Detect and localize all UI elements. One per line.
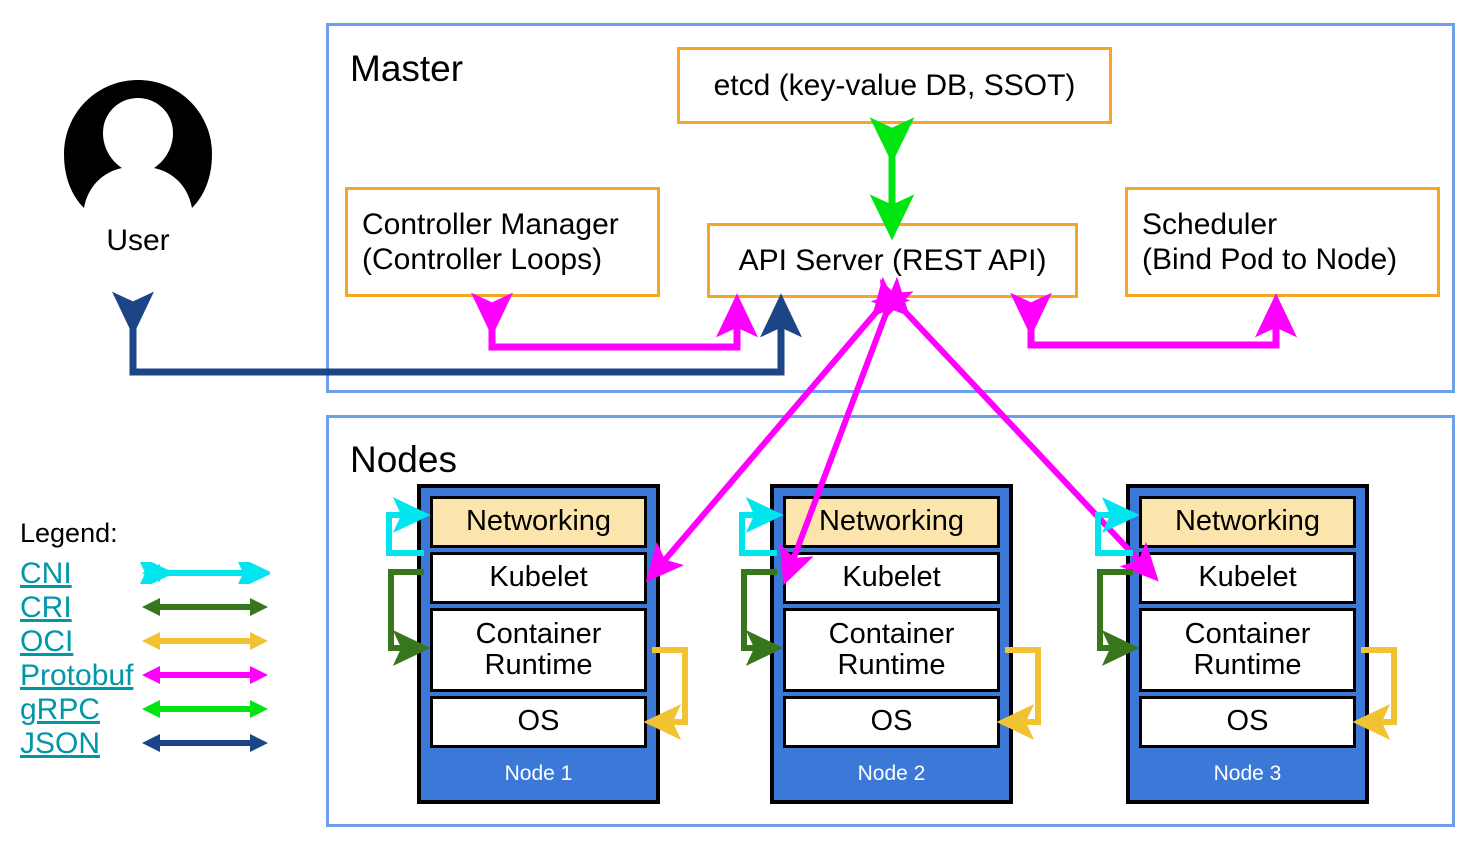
node-2-layer-kubelet[interactable]: Kubelet: [783, 552, 1000, 604]
node-1-layer-container-runtime-label: Container Runtime: [475, 617, 602, 681]
node-2-name: Node 2: [857, 762, 926, 785]
node-2-layer-networking[interactable]: Networking: [783, 496, 1000, 548]
component-scheduler[interactable]: Scheduler (Bind Pod to Node): [1125, 187, 1440, 297]
node-3-layer-container-runtime-label: Container Runtime: [1184, 617, 1311, 681]
node-3-name: Node 3: [1213, 762, 1282, 785]
node-3-layer-os[interactable]: OS: [1139, 696, 1356, 748]
legend-label-grpc[interactable]: gRPC: [20, 693, 101, 726]
nodes-title: Nodes: [350, 439, 457, 480]
legend-label-cni[interactable]: CNI: [20, 557, 72, 590]
node-2[interactable]: Networking Kubelet Container Runtime OS …: [770, 484, 1013, 804]
legend-row-oci[interactable]: OCI: [20, 626, 270, 659]
node-1-layer-kubelet[interactable]: Kubelet: [430, 552, 647, 604]
legend-row-protobuf[interactable]: Protobuf: [20, 660, 270, 693]
legend: Legend: CNI CRI OCI: [20, 518, 280, 759]
node-1-layer-os-label: OS: [517, 705, 560, 738]
user-label: User: [106, 224, 170, 257]
legend-row-cri[interactable]: CRI: [20, 592, 270, 625]
legend-arrow-oci: [142, 632, 268, 650]
node-3-layer-os-label: OS: [1226, 705, 1269, 738]
node-1-layer-os[interactable]: OS: [430, 696, 647, 748]
node-2-layer-os[interactable]: OS: [783, 696, 1000, 748]
node-1-layer-networking[interactable]: Networking: [430, 496, 647, 548]
node-3-layer-kubelet[interactable]: Kubelet: [1139, 552, 1356, 604]
component-scheduler-label: Scheduler (Bind Pod to Node): [1142, 207, 1398, 276]
node-3-layer-networking[interactable]: Networking: [1139, 496, 1356, 548]
legend-label-protobuf[interactable]: Protobuf: [20, 659, 134, 692]
component-etcd[interactable]: etcd (key-value DB, SSOT): [677, 47, 1112, 124]
node-3-layer-container-runtime[interactable]: Container Runtime: [1139, 608, 1356, 692]
legend-row-json[interactable]: JSON: [20, 728, 270, 761]
user-block: User: [62, 78, 214, 268]
node-2-layer-container-runtime-label: Container Runtime: [828, 617, 955, 681]
legend-label-json[interactable]: JSON: [20, 727, 101, 760]
component-api-server[interactable]: API Server (REST API): [707, 223, 1078, 298]
legend-label-oci[interactable]: OCI: [20, 625, 74, 658]
node-1-layer-container-runtime[interactable]: Container Runtime: [430, 608, 647, 692]
legend-row-grpc[interactable]: gRPC: [20, 694, 270, 727]
node-1-layer-kubelet-label: Kubelet: [489, 561, 588, 594]
legend-arrow-json: [142, 734, 268, 752]
node-1-layer-networking-label: Networking: [465, 505, 612, 538]
node-3[interactable]: Networking Kubelet Container Runtime OS …: [1126, 484, 1369, 804]
node-2-layer-kubelet-label: Kubelet: [842, 561, 941, 594]
node-3-layer-networking-label: Networking: [1174, 505, 1321, 538]
legend-arrow-grpc: [142, 700, 268, 718]
legend-arrow-cni: [140, 562, 270, 584]
legend-arrow-protobuf: [142, 666, 268, 684]
component-api-server-label: API Server (REST API): [738, 243, 1047, 277]
legend-label-cri[interactable]: CRI: [20, 591, 72, 624]
legend-title: Legend:: [20, 518, 118, 548]
legend-arrow-cri: [142, 598, 268, 616]
component-etcd-label: etcd (key-value DB, SSOT): [713, 68, 1076, 102]
node-3-layer-kubelet-label: Kubelet: [1198, 561, 1297, 594]
legend-row-cni[interactable]: CNI: [20, 558, 270, 591]
user-avatar-icon: [64, 80, 212, 208]
component-controller-manager-label: Controller Manager (Controller Loops): [362, 207, 619, 276]
master-title: Master: [350, 48, 464, 89]
node-2-layer-container-runtime[interactable]: Container Runtime: [783, 608, 1000, 692]
node-2-layer-os-label: OS: [870, 705, 913, 738]
node-2-layer-networking-label: Networking: [818, 505, 965, 538]
node-1-name: Node 1: [504, 762, 573, 785]
component-controller-manager[interactable]: Controller Manager (Controller Loops): [345, 187, 660, 297]
node-1[interactable]: Networking Kubelet Container Runtime OS …: [417, 484, 660, 804]
